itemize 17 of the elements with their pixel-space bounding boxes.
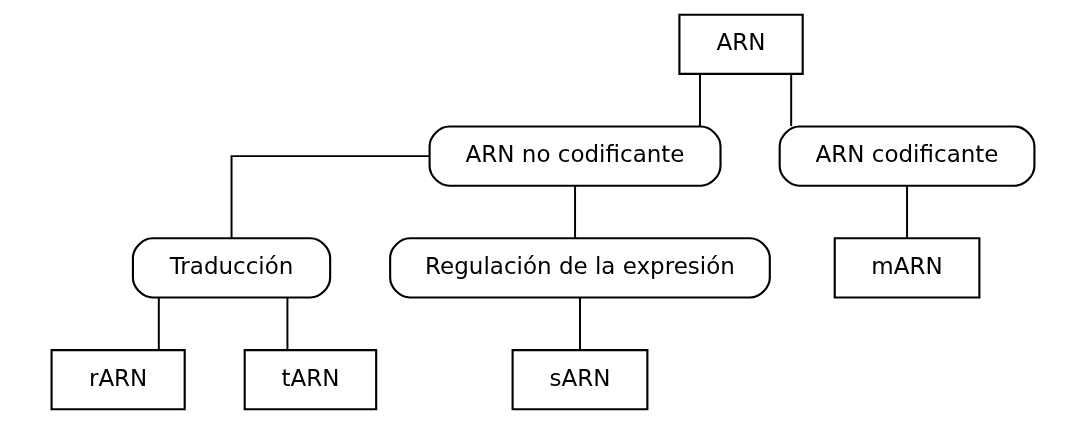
connector	[906, 185, 909, 239]
node-box: mARN	[833, 237, 981, 299]
node-box: sARN	[511, 349, 649, 411]
connector	[579, 296, 581, 351]
connector	[790, 73, 793, 128]
node-box: ARN codificante	[778, 125, 1036, 187]
node-box: Regulación de la expresión	[389, 237, 771, 299]
connector	[574, 185, 577, 239]
connector	[157, 296, 160, 351]
node-box: rARN	[50, 349, 186, 411]
node-box: tARN	[243, 349, 378, 411]
node-box: ARN no codificante	[428, 125, 722, 187]
node-box: ARN	[678, 13, 804, 75]
connector	[698, 73, 701, 128]
connector	[286, 296, 289, 351]
connector	[230, 155, 431, 239]
node-box: Traducción	[131, 237, 332, 299]
